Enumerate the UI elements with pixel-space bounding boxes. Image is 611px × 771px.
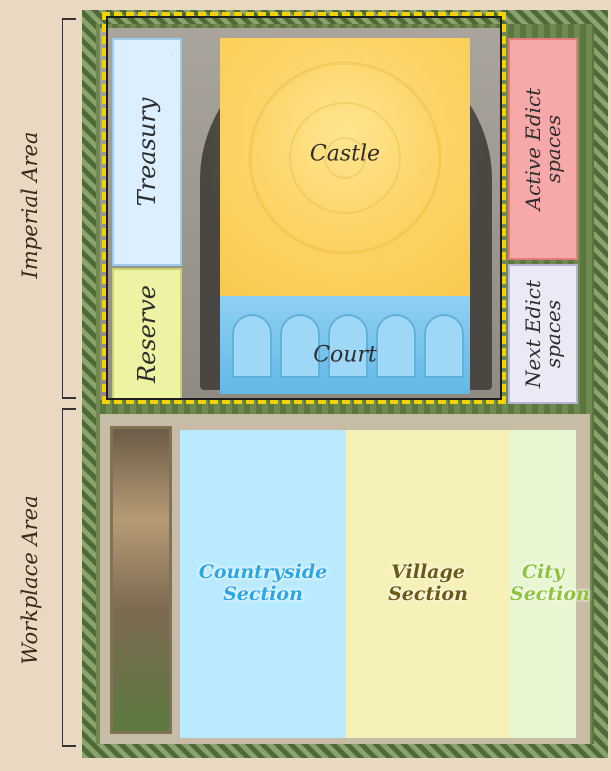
- active-edict-spaces: Active Edict spaces: [508, 38, 578, 260]
- next-edict-label: Next Edict spaces: [523, 274, 563, 394]
- next-edict-spaces: Next Edict spaces: [508, 264, 578, 404]
- imperial-area-highlight: [102, 12, 506, 404]
- imperial-area-bracket-top: [62, 18, 76, 20]
- imperial-area-label: Imperial Area: [18, 132, 42, 279]
- workplace-area-bracket: [62, 408, 63, 746]
- village-section: Village Section: [346, 430, 510, 738]
- active-edict-label: Active Edict spaces: [523, 74, 563, 224]
- countryside-label: Countryside Section: [193, 562, 333, 606]
- city-section: City Section: [510, 430, 576, 738]
- imperial-area-bracket-bottom: [62, 397, 76, 399]
- workplace-area-bracket-bottom: [62, 745, 76, 747]
- countryside-section: Countryside Section: [180, 430, 346, 738]
- workplace-area-label: Workplace Area: [18, 495, 42, 664]
- imperial-area-bracket: [62, 18, 63, 398]
- village-label: Village Section: [368, 562, 488, 606]
- city-label: City Section: [510, 562, 576, 606]
- town-mural-image: [110, 426, 172, 734]
- workplace-area-bracket-top: [62, 408, 76, 410]
